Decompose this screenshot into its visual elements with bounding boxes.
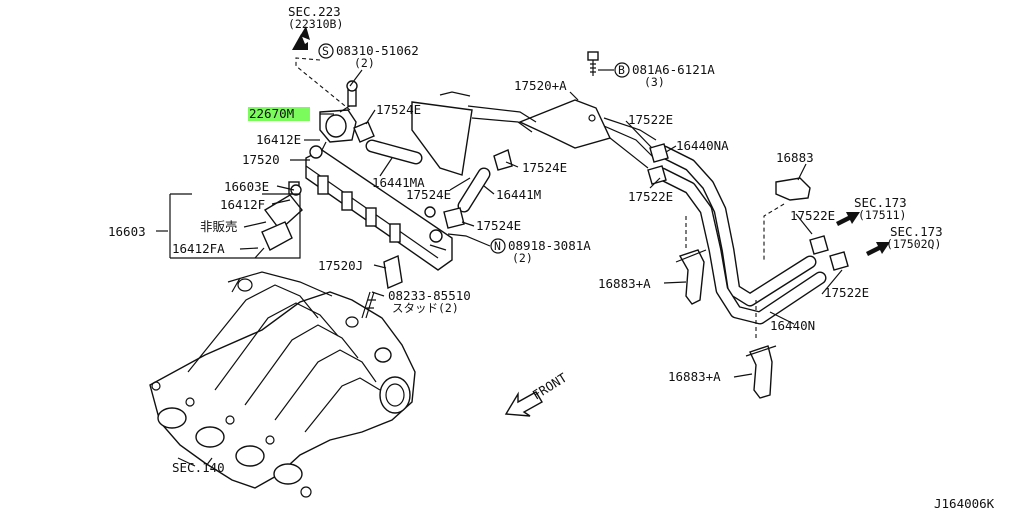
label-17522e-2: 17522E xyxy=(628,189,673,204)
front-arrow-icon xyxy=(504,391,543,417)
clip-16883a-upper xyxy=(675,249,707,305)
arrow-sec223-icon xyxy=(292,26,310,50)
hose-16441m xyxy=(457,167,491,213)
label-stud-08233: 08233-85510 xyxy=(388,288,471,303)
arrow-sec173b-icon xyxy=(866,242,890,256)
label-16412e: 16412E xyxy=(256,132,301,147)
label-qty-2a: (2) xyxy=(354,56,375,70)
label-sec223: SEC.223 xyxy=(288,4,341,19)
pressure-regulator xyxy=(319,80,358,151)
nut xyxy=(424,206,436,218)
label-17524e-4: 17524E xyxy=(476,218,521,233)
label-22670m: 22670M xyxy=(249,106,294,121)
label-qty-3: (3) xyxy=(644,75,665,89)
label-17520a: 17520+A xyxy=(514,78,567,93)
label-16441m: 16441M xyxy=(496,187,541,202)
label-17520: 17520 xyxy=(242,152,280,167)
label-16883: 16883 xyxy=(776,150,814,165)
bolt-081a6 xyxy=(587,51,599,76)
label-hihanbai: 非販売 xyxy=(200,219,238,234)
label-sec173b-sub: (17502Q) xyxy=(886,237,941,251)
label-sec173a-sub: (17511) xyxy=(858,208,906,222)
injector xyxy=(231,181,303,293)
highlight-22670m xyxy=(248,107,310,121)
label-17520j: 17520J xyxy=(318,258,363,273)
label-bolt-08310: 08310-51062 xyxy=(336,43,419,58)
intake-manifold xyxy=(149,271,416,498)
s-circle-icon xyxy=(318,43,334,59)
drawing-number: J164006K xyxy=(934,496,995,511)
label-16603e: 16603E xyxy=(224,179,269,194)
leader-lines xyxy=(156,57,843,467)
label-16883a-2: 16883+A xyxy=(668,369,721,384)
label-sec173a: SEC.173 xyxy=(854,195,907,210)
clip-16883a-lower xyxy=(745,345,777,399)
code-b: B xyxy=(618,63,625,77)
part-labels: SEC.223 (22310B) S 08310-51062 (2) B 081… xyxy=(108,4,995,511)
clip-16883 xyxy=(775,177,811,201)
b-circle-icon xyxy=(614,62,630,78)
hose-16441ma xyxy=(365,139,423,165)
label-16603: 16603 xyxy=(108,224,146,239)
label-qty-2b: (2) xyxy=(512,251,533,265)
bracket xyxy=(411,91,611,176)
label-16412f: 16412F xyxy=(220,197,265,212)
label-16440n: 16440N xyxy=(770,318,815,333)
label-sec140: SEC.140 xyxy=(172,460,225,475)
n-circle-icon xyxy=(490,238,506,254)
label-16440na: 16440NA xyxy=(676,138,729,153)
label-17524e-1: 17524E xyxy=(376,102,421,117)
label-17524e-2: 17524E xyxy=(522,160,567,175)
label-17522e-3: 17522E xyxy=(790,208,835,223)
label-17522e-4: 17522E xyxy=(824,285,869,300)
arrow-sec173a-icon xyxy=(836,212,860,226)
code-s: S xyxy=(322,44,329,58)
spacer-17520j xyxy=(383,255,403,289)
label-sec173b: SEC.173 xyxy=(890,224,943,239)
stud xyxy=(361,291,376,319)
label-17524e-3: 17524E xyxy=(406,187,451,202)
label-front: FRONT xyxy=(530,370,570,403)
label-sec223-sub: (22310B) xyxy=(288,17,343,31)
label-stud-sub: スタッド(2) xyxy=(392,301,459,315)
label-16412fa: 16412FA xyxy=(172,241,225,256)
hose-clamps xyxy=(290,121,849,271)
label-16441ma: 16441MA xyxy=(372,175,425,190)
code-n: N xyxy=(494,239,501,253)
label-bolt-081a6: 081A6-6121A xyxy=(632,62,715,77)
label-16883a-1: 16883+A xyxy=(598,276,651,291)
label-nut-08918: 08918-3081A xyxy=(508,238,591,253)
label-17522e-1: 17522E xyxy=(628,112,673,127)
fuel-tube xyxy=(603,117,657,169)
